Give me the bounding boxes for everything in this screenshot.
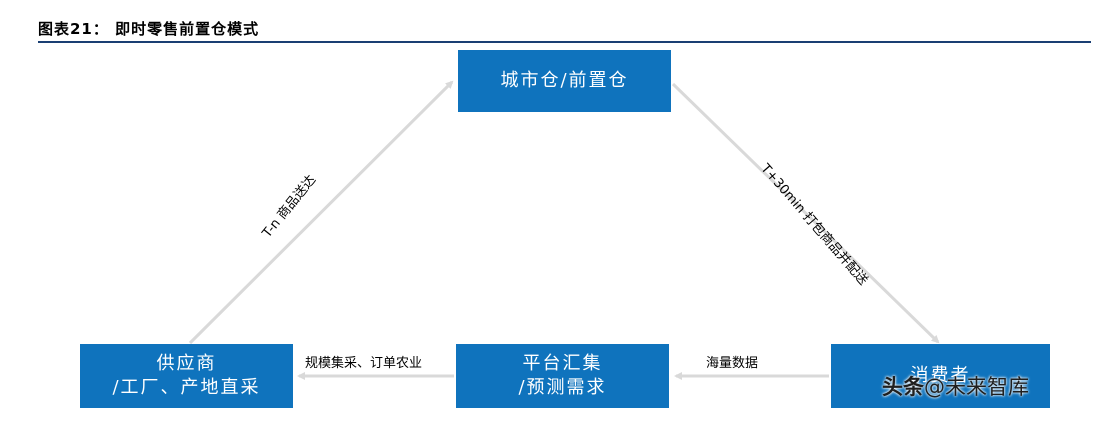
consumer-node: 消费者	[831, 344, 1050, 408]
platform-node: 平台汇集 /预测需求	[456, 344, 669, 408]
city-node-label: 城市仓/前置仓	[500, 69, 629, 91]
watermark-brand: 头条	[882, 375, 924, 399]
arrow-supplier-to-city	[188, 80, 454, 345]
consumer-node-label: 消费者	[910, 364, 971, 386]
title-rule	[38, 41, 1091, 43]
edge-label-platform-to-supplier: 规模集采、订单农业	[305, 356, 423, 371]
supplier-node-sublabel: /工厂、产地直采	[112, 377, 261, 398]
watermark: 头条@未来智库	[882, 371, 1029, 401]
figure-title: 图表21： 即时零售前置仓模式	[38, 20, 260, 38]
edge-label-consumer-to-platform: 海量数据	[706, 356, 759, 371]
watermark-account: @未来智库	[924, 375, 1029, 399]
arrow-city-to-consumer	[671, 82, 940, 344]
platform-node-label: 平台汇集	[522, 352, 603, 374]
platform-node-sublabel: /预测需求	[518, 377, 607, 398]
supplier-node: 供应商 /工厂、产地直采	[80, 344, 293, 408]
supplier-node-label: 供应商	[156, 352, 217, 374]
city-warehouse-node: 城市仓/前置仓	[458, 50, 671, 112]
